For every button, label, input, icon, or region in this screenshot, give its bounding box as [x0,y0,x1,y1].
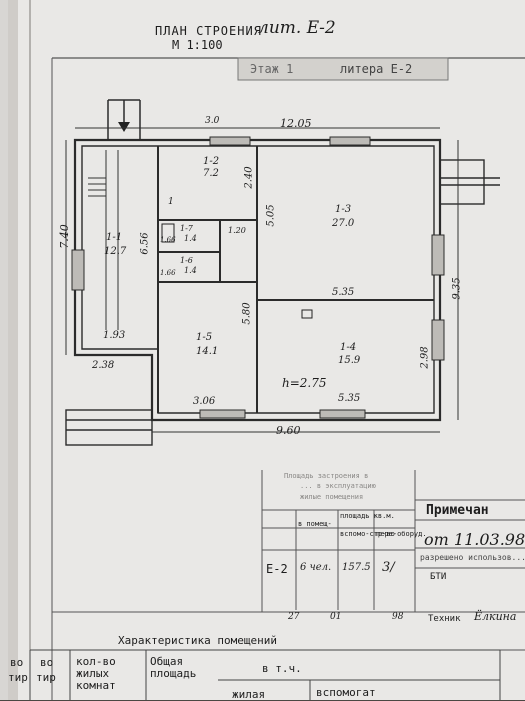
char-col-3: кол-во жилых комнат [76,655,116,692]
dim-bottom-right: 5.35 [338,393,361,404]
room-1-3-area: 27.0 [332,218,355,229]
char-col-1b: тир [8,671,28,684]
dim-left-height: 7.40 [57,224,71,249]
room-1-5-id: 1-5 [196,332,213,343]
footer-technik-sign: Ёлкина [474,610,517,623]
dim-corridor-height: 6.56 [139,232,151,255]
ceiling-height: h=2.75 [282,376,327,390]
info-table-grid [261,470,525,612]
entrance-arrow [107,99,141,140]
char-col-2b: тир [36,671,56,684]
stair-label: 1 [168,197,174,207]
table-row-area: 157.5 [342,562,371,573]
dim-left-bottom: 1.93 [103,330,126,341]
notes-line-3: БТИ [430,572,447,582]
stairs [88,150,119,330]
room-1-1-area: 12.7 [104,246,127,257]
dim-stair-width: 3.0 [205,116,220,126]
porch-right [439,159,500,205]
windows [71,136,445,419]
plan-title-handwritten: лит. Е-2 [258,18,336,38]
dim-room-1-3-height: 5.05 [265,204,277,227]
dim-right-lower-height: 2.98 [419,346,431,369]
footer-number-2: 01 [330,612,342,622]
notes-line-2: разрешено использов... [420,553,525,562]
room-1-6-id: 1-6 [180,256,193,265]
char-col-2: во [40,656,54,669]
table-faded-header-2: ... в эксплуатацию [300,482,376,490]
footer-number-3: 98 [392,612,404,622]
footer-technik: Техник [428,614,461,624]
interior-walls [157,146,434,413]
dim-right-height: 9.35 [451,277,463,300]
room-1-3-id: 1-3 [335,204,352,215]
dim-small-2: 1.66 [160,236,176,244]
table-col-aux: вспомо-стр-во [340,530,395,538]
dim-top-length: 12.05 [280,117,312,130]
table-col-rooms: в помещ- [298,520,332,528]
dim-middle-wall: 5.35 [332,287,355,298]
heater-symbol [301,309,313,319]
room-1-5-area: 14.1 [196,346,219,357]
room-1-2-area: 7.2 [203,168,219,179]
dim-bottom-length: 9.60 [276,424,301,437]
table-row-rooms: 6 чел. [300,562,332,573]
room-1-7-id: 1-7 [180,224,193,233]
characteristics-grid [29,649,501,700]
notes-title: Примечан [426,503,489,518]
char-col-4: Общая площадь [150,655,197,680]
room-1-2-id: 1-2 [203,156,220,167]
footer-number-1: 27 [288,612,300,622]
stamp-box [237,57,449,81]
dim-small-1: 1.20 [228,226,246,235]
dim-bottom-middle: 3.06 [193,396,216,407]
notes-line-1: от 11.03.98 [424,530,525,549]
characteristics-title: Характеристика помещений [118,634,277,647]
door-symbol [161,223,175,243]
char-col-1: во [10,656,24,669]
room-1-4-area: 15.9 [338,355,361,366]
dim-room-1-5-height: 5.80 [241,302,253,325]
table-col-area: площадь кв.м. [340,512,395,520]
table-col-equip: пере-оборуд. [376,530,427,538]
plan-title: ПЛАН СТРОЕНИЯ [155,24,262,38]
char-col-6: жилая [232,688,266,701]
table-row-extra: 3/ [382,560,395,575]
dimension-lines [65,127,459,433]
stamp-litera: литера Е-2 [340,62,413,76]
room-1-6-area: 1.4 [184,266,197,275]
dim-small-3: 1.66 [160,269,176,277]
entrance-arrow-head [118,122,130,132]
room-1-4-id: 1-4 [340,342,357,353]
room-1-7-area: 1.4 [184,234,197,243]
char-col-7: вспомогат [316,686,376,699]
porch-bottom-left [65,409,153,446]
table-row-litera: Е-2 [266,562,288,576]
plan-scale: М 1:100 [172,38,223,52]
dim-room-1-2-height: 2.40 [243,166,255,189]
stamp-floor: Этаж 1 [250,62,294,76]
table-faded-header-1: Площадь застроения в [284,472,369,480]
room-1-1-id: 1-1 [106,232,123,243]
dim-left-porch: 2.38 [92,360,115,371]
char-col-5: в т.ч. [262,662,302,675]
table-faded-header-3: жилые помещения [300,493,364,501]
